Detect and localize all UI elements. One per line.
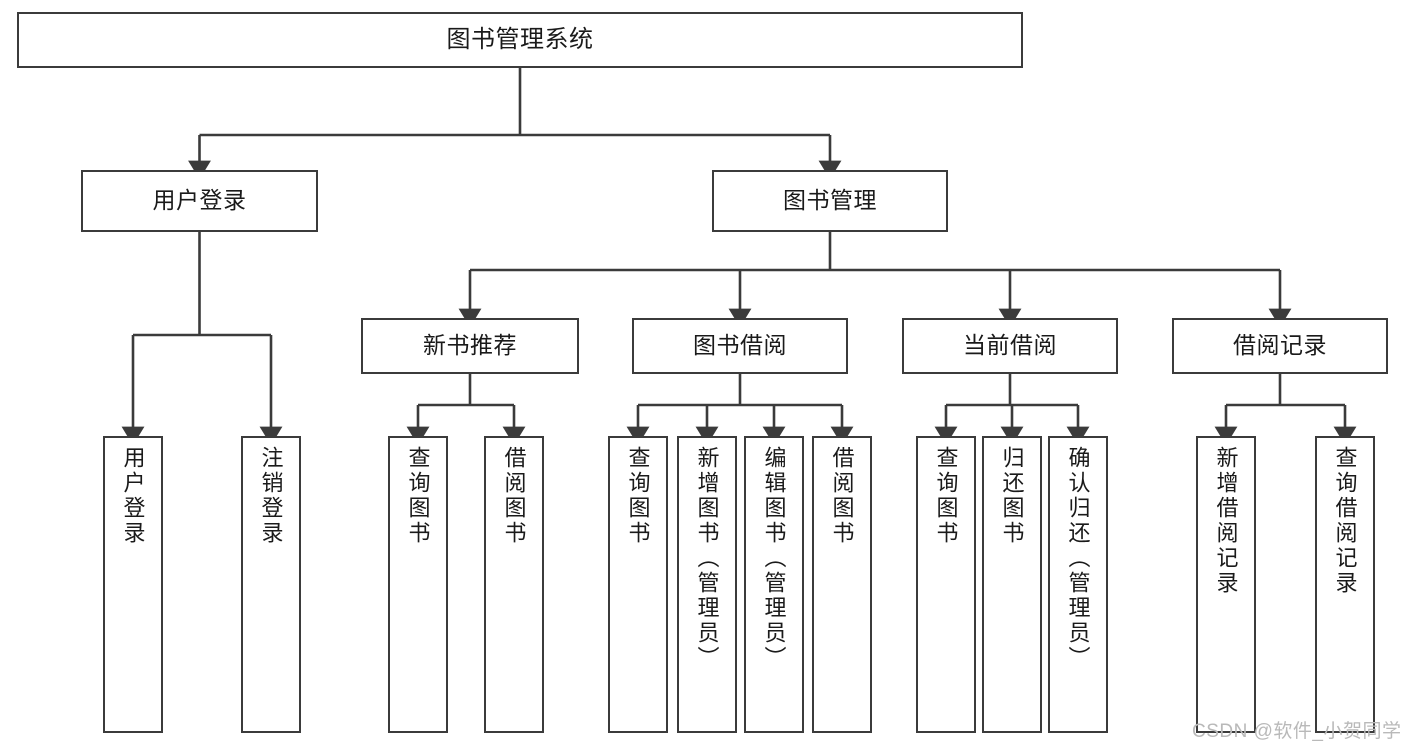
node-book-borrow[interactable]: 图书借阅 xyxy=(632,318,848,374)
node-book-manage[interactable]: 图书管理 xyxy=(712,170,948,232)
node-user-login-label: 用户登录 xyxy=(152,187,247,214)
node-leaf-logout[interactable]: 注销登录 xyxy=(241,436,301,733)
node-leaf-query-record[interactable]: 查询借阅记录 xyxy=(1315,436,1375,733)
node-user-login[interactable]: 用户登录 xyxy=(81,170,318,232)
node-leaf-borrow-book-2[interactable]: 借阅图书 xyxy=(812,436,872,733)
node-borrow-record-label: 借阅记录 xyxy=(1233,332,1327,359)
node-leaf-return-book[interactable]: 归还图书 xyxy=(982,436,1042,733)
node-leaf-add-book[interactable]: 新增图书（管理员） xyxy=(677,436,737,733)
node-leaf-borrow-book-2-label: 借阅图书 xyxy=(829,446,855,546)
node-leaf-query-record-label: 查询借阅记录 xyxy=(1332,446,1358,596)
node-current-borrow[interactable]: 当前借阅 xyxy=(902,318,1118,374)
node-leaf-query-book-1[interactable]: 查询图书 xyxy=(388,436,448,733)
node-leaf-borrow-book-1-label: 借阅图书 xyxy=(501,446,527,546)
node-leaf-query-book-2-label: 查询图书 xyxy=(625,446,651,546)
node-leaf-query-book-3[interactable]: 查询图书 xyxy=(916,436,976,733)
node-leaf-query-book-2[interactable]: 查询图书 xyxy=(608,436,668,733)
node-leaf-borrow-book-1[interactable]: 借阅图书 xyxy=(484,436,544,733)
node-leaf-confirm-return[interactable]: 确认归还（管理员） xyxy=(1048,436,1108,733)
node-leaf-confirm-return-label: 确认归还（管理员） xyxy=(1065,446,1091,671)
node-new-book-recommend-label: 新书推荐 xyxy=(423,332,517,359)
node-leaf-edit-book-label: 编辑图书（管理员） xyxy=(761,446,787,671)
node-leaf-user-login[interactable]: 用户登录 xyxy=(103,436,163,733)
node-leaf-query-book-3-label: 查询图书 xyxy=(933,446,959,546)
node-book-manage-label: 图书管理 xyxy=(783,187,877,214)
csdn-watermark: CSDN @软件_小贺同学 xyxy=(1192,721,1402,742)
node-borrow-record[interactable]: 借阅记录 xyxy=(1172,318,1388,374)
node-new-book-recommend[interactable]: 新书推荐 xyxy=(361,318,579,374)
node-leaf-add-record-label: 新增借阅记录 xyxy=(1213,446,1239,596)
node-leaf-logout-label: 注销登录 xyxy=(258,446,284,546)
node-leaf-add-record[interactable]: 新增借阅记录 xyxy=(1196,436,1256,733)
node-leaf-query-book-1-label: 查询图书 xyxy=(405,446,431,546)
node-leaf-user-login-label: 用户登录 xyxy=(120,446,146,546)
node-root[interactable]: 图书管理系统 xyxy=(17,12,1023,68)
node-root-label: 图书管理系统 xyxy=(446,25,594,53)
node-leaf-edit-book[interactable]: 编辑图书（管理员） xyxy=(744,436,804,733)
node-current-borrow-label: 当前借阅 xyxy=(963,332,1057,359)
node-leaf-return-book-label: 归还图书 xyxy=(999,446,1025,546)
node-leaf-add-book-label: 新增图书（管理员） xyxy=(694,446,720,671)
node-book-borrow-label: 图书借阅 xyxy=(693,332,787,359)
